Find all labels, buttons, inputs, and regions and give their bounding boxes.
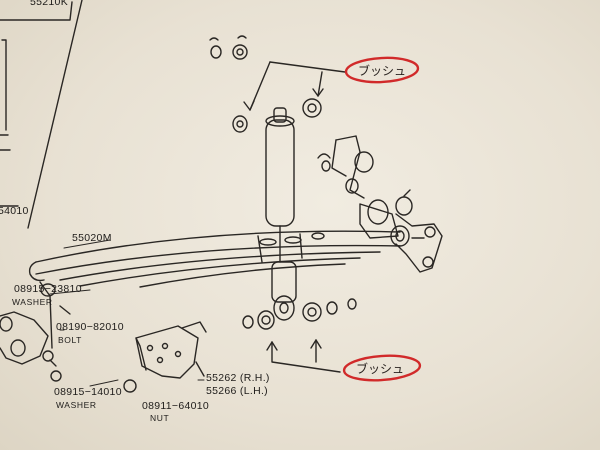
label-bolt-caption: BOLT: [58, 335, 82, 345]
leader-lines: [49, 239, 205, 387]
label-bolt-code: 08190−82010: [56, 321, 124, 333]
label-55210k: 55210K: [30, 0, 69, 8]
lower-bushings: [242, 298, 357, 373]
red-circle-bottom: [342, 354, 422, 382]
label-plate-rh: 55262 (R.H.): [206, 372, 270, 384]
annotation-bush-top: ブッシュ: [358, 64, 407, 78]
label-54010: 54010: [0, 205, 29, 217]
spring-shackle: [317, 135, 443, 273]
label-washer2-caption: WASHER: [56, 400, 97, 410]
left-inset-frame: [0, 0, 83, 229]
label-plate-lh: 55266 (L.H.): [206, 385, 268, 397]
leaf-spring: [28, 230, 401, 288]
label-nut-code: 08911−64010: [142, 400, 210, 412]
red-circle-annotations: [342, 56, 422, 382]
front-hanger: [0, 281, 71, 382]
shock-absorber: [265, 107, 297, 321]
annotation-bush-bottom: ブッシュ: [356, 362, 405, 376]
upper-bushings: [209, 35, 346, 133]
spring-seat-plate: [123, 321, 207, 393]
label-washer2-code: 08915−14010: [54, 386, 122, 398]
label-spring-code: 55020M: [72, 232, 112, 244]
label-washer-code: 08915−23810: [14, 283, 82, 295]
label-nut-caption: NUT: [150, 413, 170, 423]
label-washer-caption: WASHER: [12, 297, 53, 307]
red-circle-top: [344, 56, 420, 84]
